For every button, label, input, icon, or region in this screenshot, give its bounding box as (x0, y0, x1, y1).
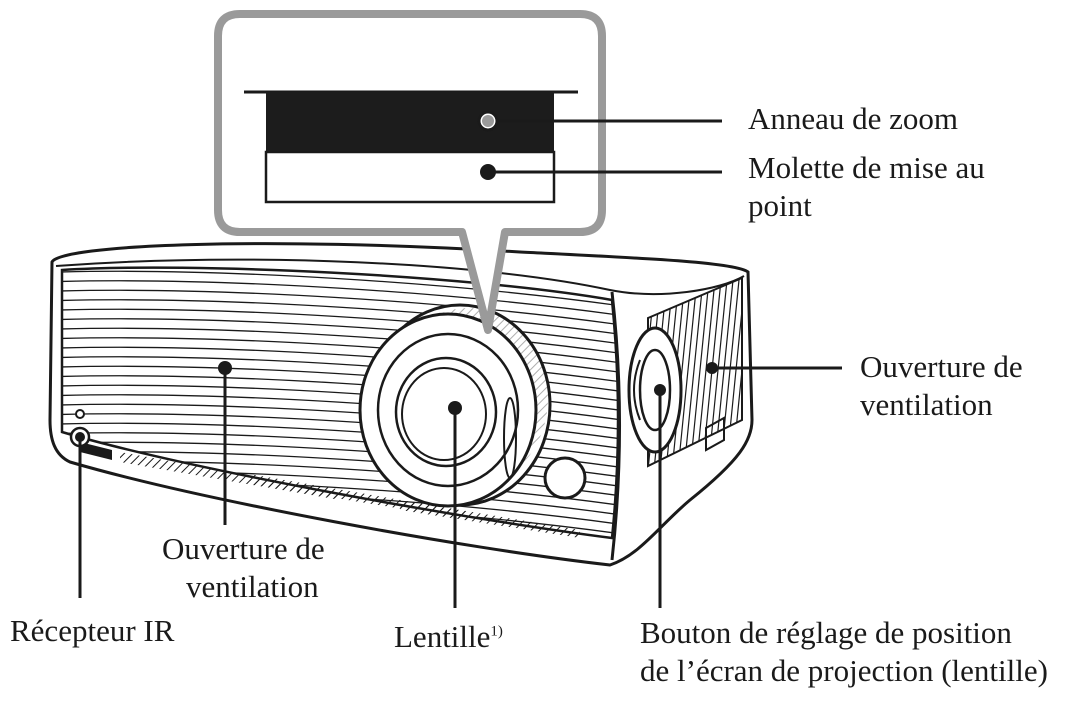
label-front-vent: Ouverture de ventilation (162, 531, 325, 604)
label-lens: Lentille1) (394, 619, 503, 654)
leader-lines (75, 110, 842, 608)
label-focus-wheel: Molette de mise au point (748, 150, 985, 223)
lens-callout-inset (214, 10, 606, 334)
lens-footnote-marker: 1) (490, 623, 503, 640)
label-ir-receiver: Récepteur IR (10, 613, 175, 648)
bottom-vent-slots (80, 442, 580, 538)
label-lens-shift-knob: Bouton de réglage de position de l’écran… (640, 615, 1048, 688)
label-side-vent: Ouverture de ventilation (860, 349, 1023, 422)
label-zoom-ring: Anneau de zoom (748, 101, 959, 136)
lens-assembly (358, 303, 587, 508)
